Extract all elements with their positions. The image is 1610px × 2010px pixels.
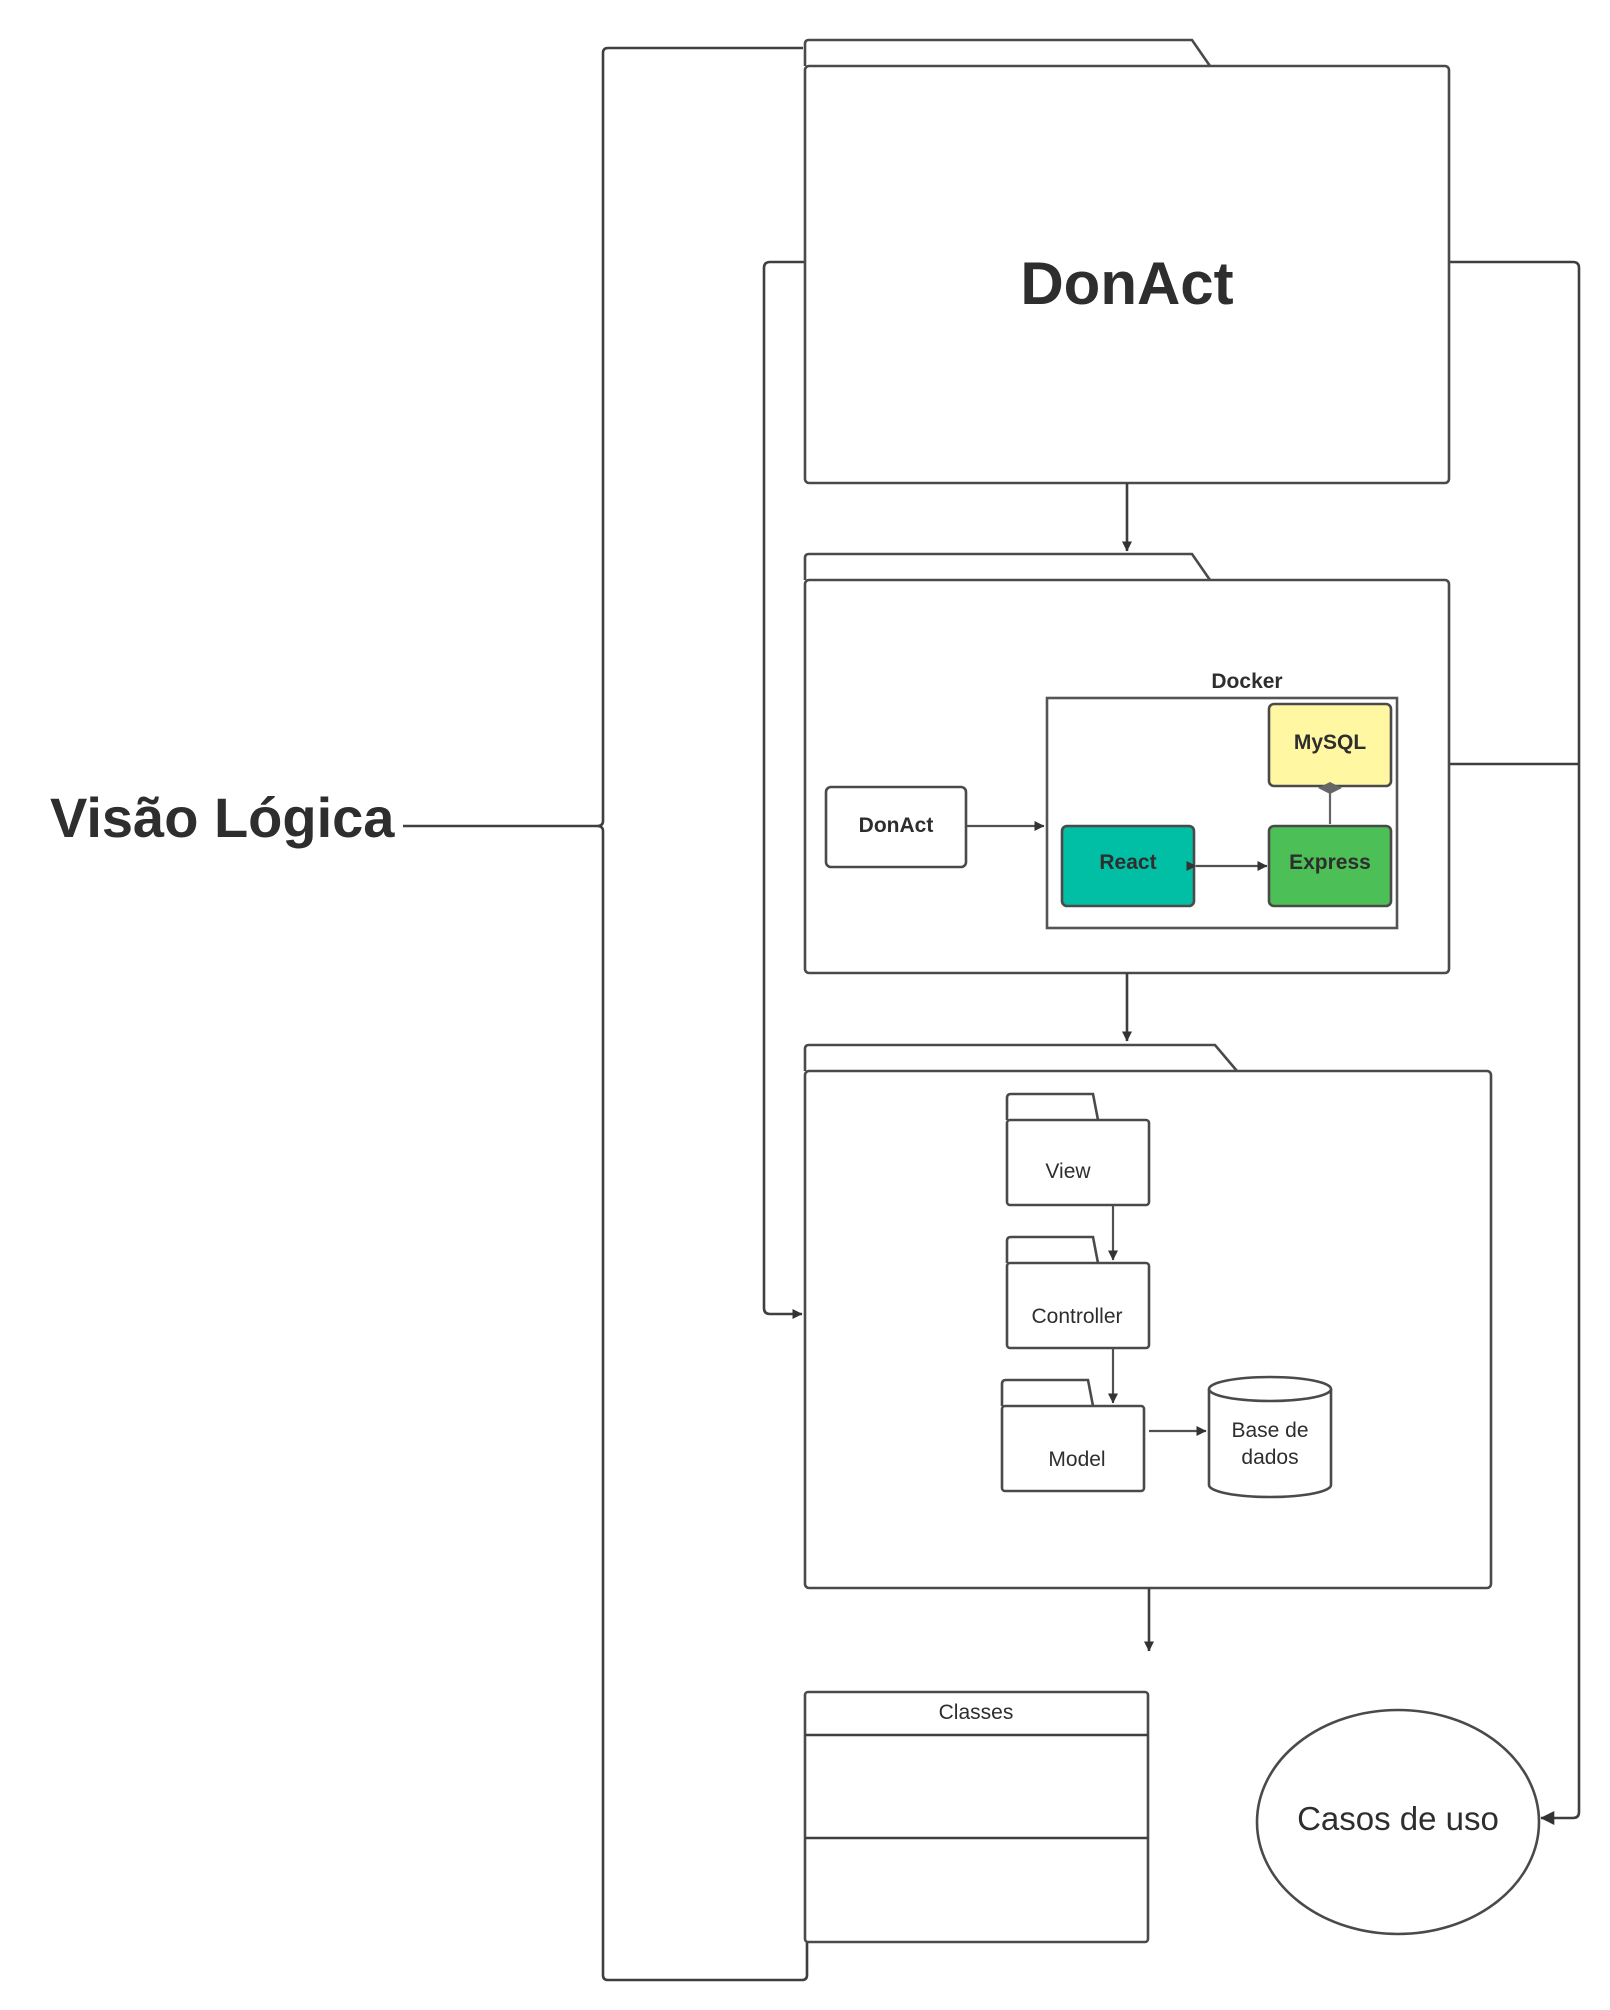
left-connector: [762, 260, 805, 1319]
right-connector: [1449, 260, 1581, 1825]
client-donact-label: DonAct: [859, 814, 934, 837]
package-donact: DonAct: [803, 38, 1451, 485]
outer-bracket: [596, 46, 809, 1982]
express-label: Express: [1289, 851, 1371, 874]
controller-folder: Controller: [1005, 1235, 1151, 1350]
database-cylinder: Base de dados: [1207, 1375, 1333, 1499]
use-cases-label: Casos de uso: [1297, 1800, 1499, 1837]
classes-label: Classes: [939, 1701, 1014, 1724]
package-deployment: Docker DonAct React Express MySQL: [803, 552, 1451, 975]
docker-label: Docker: [1211, 670, 1282, 693]
diagram-title: Visão Lógica: [50, 786, 395, 849]
controller-label: Controller: [1031, 1305, 1122, 1328]
view-label: View: [1045, 1160, 1091, 1183]
react-label: React: [1099, 851, 1156, 874]
use-cases-ellipse: Casos de uso: [1255, 1708, 1541, 1936]
model-label: Model: [1048, 1448, 1105, 1471]
classes-box: Classes: [803, 1690, 1150, 1944]
package-mvc: View Controller Model Base de dados: [803, 1043, 1493, 1590]
docker-container: [1045, 696, 1399, 930]
mysql-label: MySQL: [1294, 731, 1367, 754]
database-label-line2: dados: [1241, 1446, 1298, 1469]
express-box: [1267, 824, 1393, 908]
view-folder: View: [1005, 1092, 1151, 1207]
database-label-line1: Base de: [1231, 1419, 1308, 1442]
model-folder: Model: [1000, 1378, 1146, 1493]
package-donact-label: DonAct: [1020, 250, 1233, 317]
